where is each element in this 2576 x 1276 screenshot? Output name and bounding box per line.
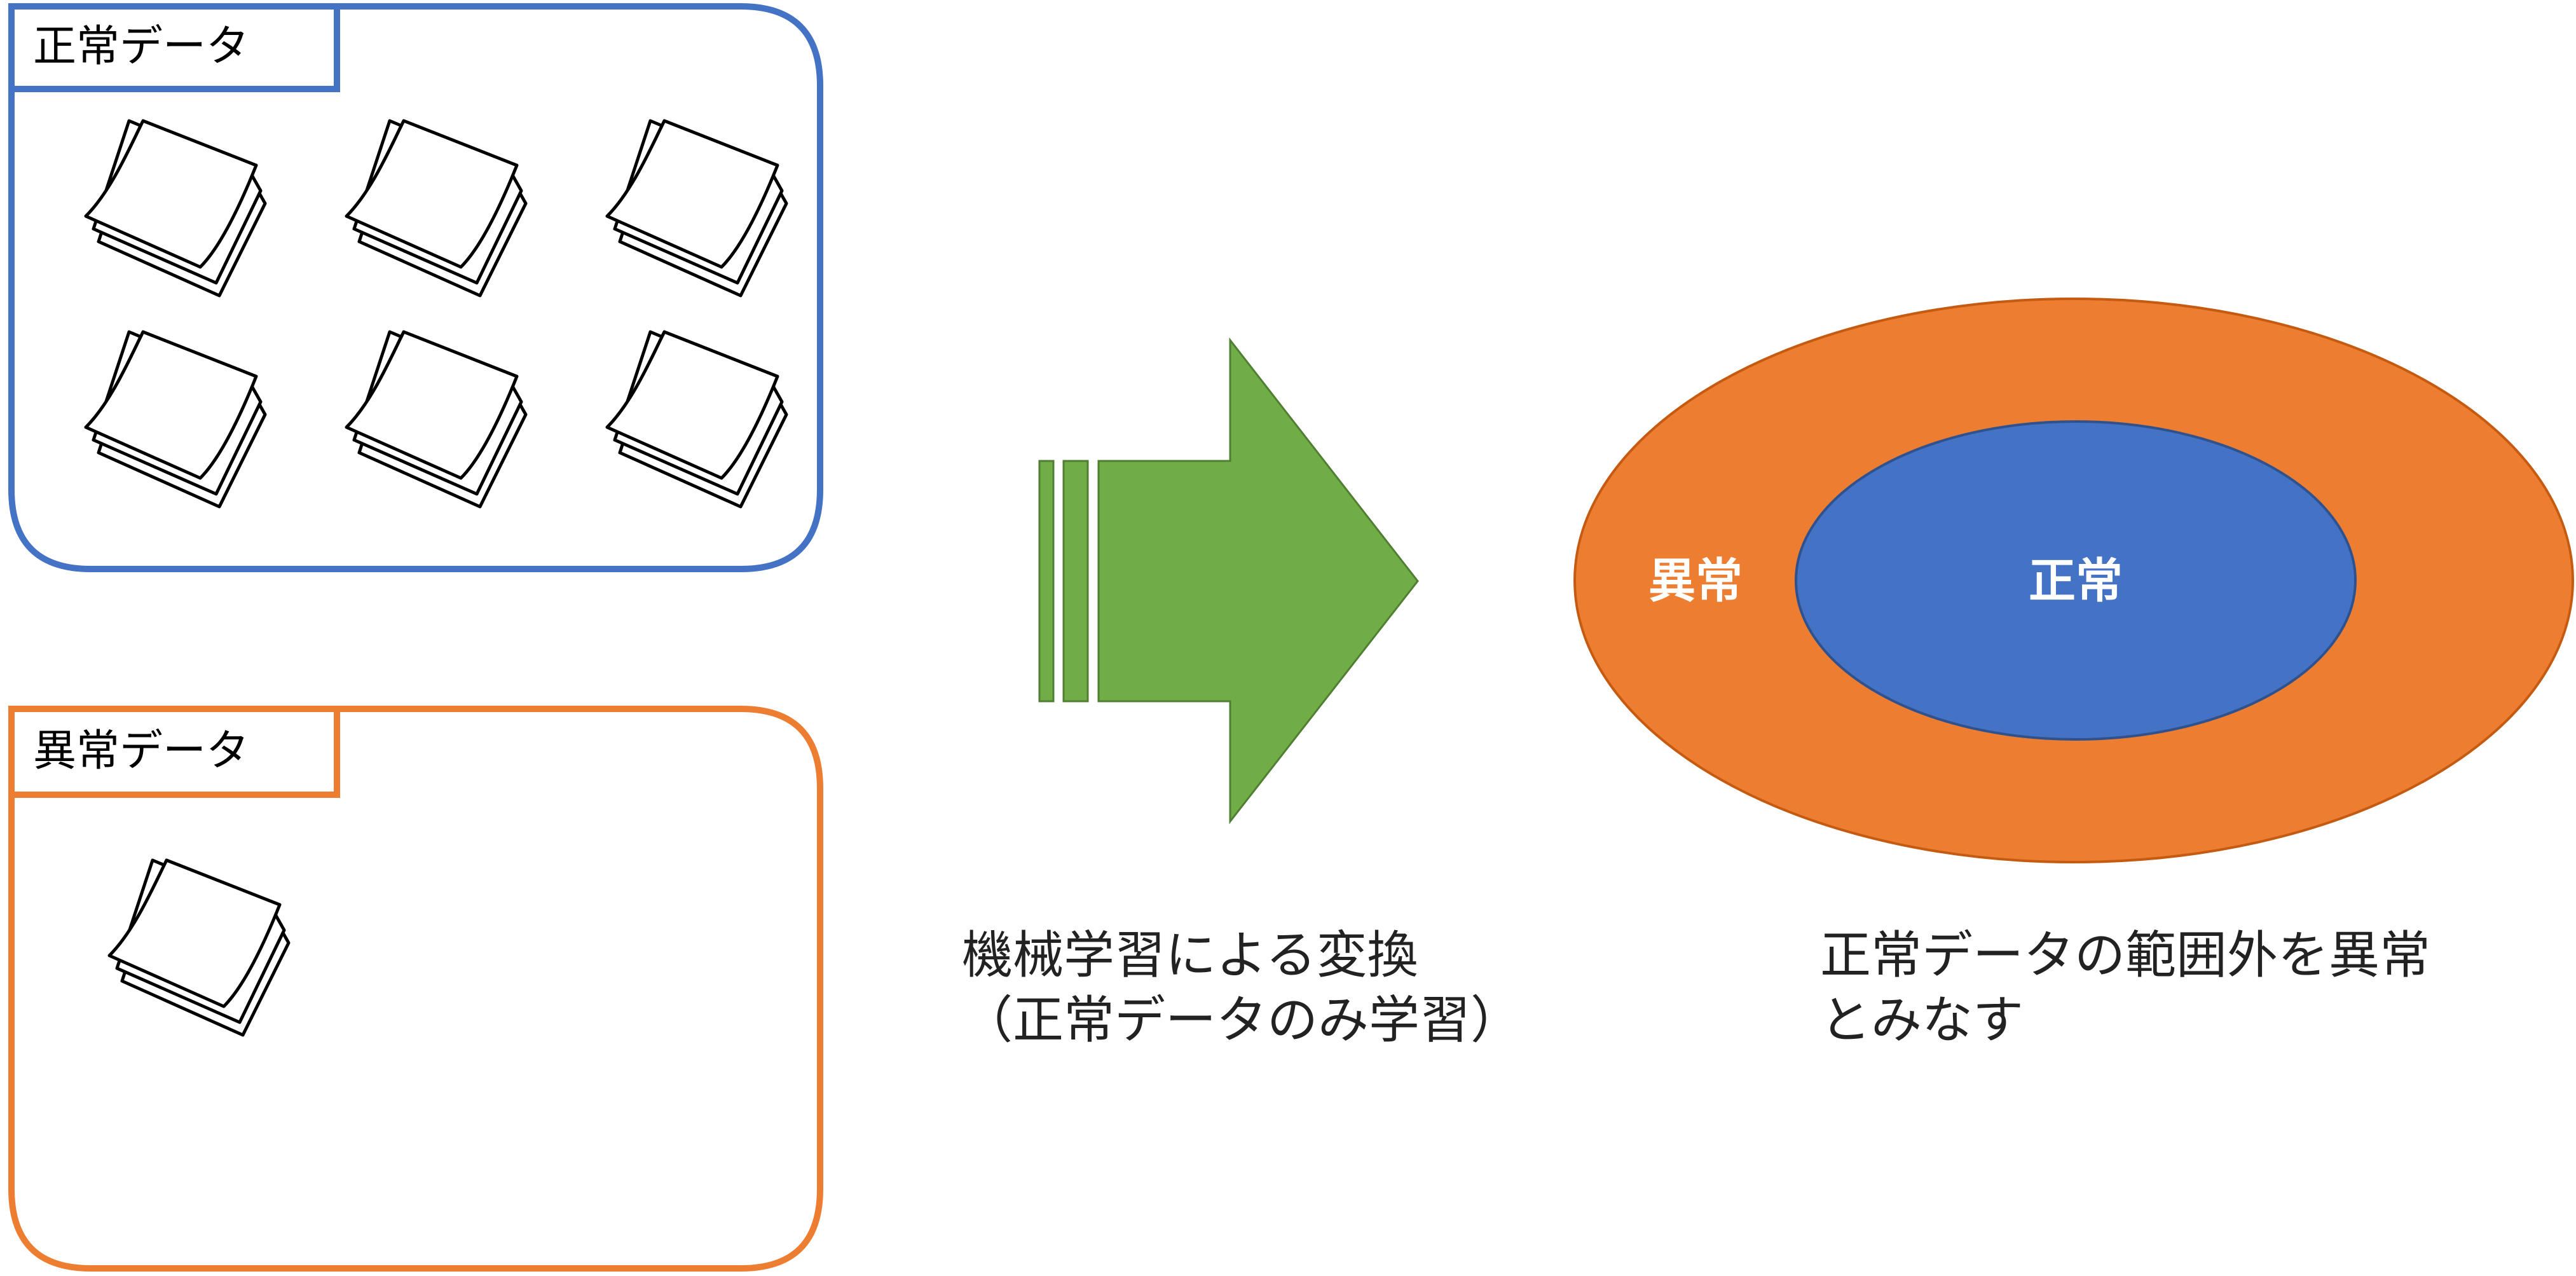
anomaly-region-label: 異常 [1648, 554, 1743, 608]
decision-region: 異常 正常 [1573, 298, 2574, 863]
striped-right-arrow-icon [1097, 337, 1419, 825]
document-stack-icon [109, 860, 289, 1035]
anomaly-data-box: 異常データ [8, 706, 823, 1272]
transform-caption-line1: 機械学習による変換 [962, 926, 1418, 985]
document-stack-icon [346, 121, 526, 296]
transform-arrow [1038, 337, 1419, 825]
normal-data-label: 正常データ [33, 22, 249, 72]
anomaly-data-label: 異常データ [33, 726, 249, 776]
normal-data-box-frame [8, 3, 823, 572]
transform-caption-line2: （正常データのみ学習） [962, 991, 1521, 1050]
region-caption-line2: とみなす [1820, 991, 2024, 1050]
anomaly-data-label-tab [8, 706, 340, 798]
document-stack-icon [86, 121, 265, 296]
document-stack-icon [86, 332, 265, 507]
region-caption-line1: 正常データの範囲外を異常 [1820, 926, 2430, 985]
normal-region-label: 正常 [2029, 554, 2123, 608]
document-stack-icon [607, 332, 786, 507]
normal-region [1795, 420, 2357, 741]
arrow-stripe-2 [1062, 460, 1089, 703]
document-stack-icon [346, 332, 526, 507]
normal-data-label-tab [8, 3, 340, 92]
anomaly-data-box-frame [8, 706, 823, 1272]
arrow-stripe-1 [1038, 460, 1055, 703]
document-stack-icon [607, 121, 786, 296]
normal-data-box: 正常データ [8, 3, 823, 572]
